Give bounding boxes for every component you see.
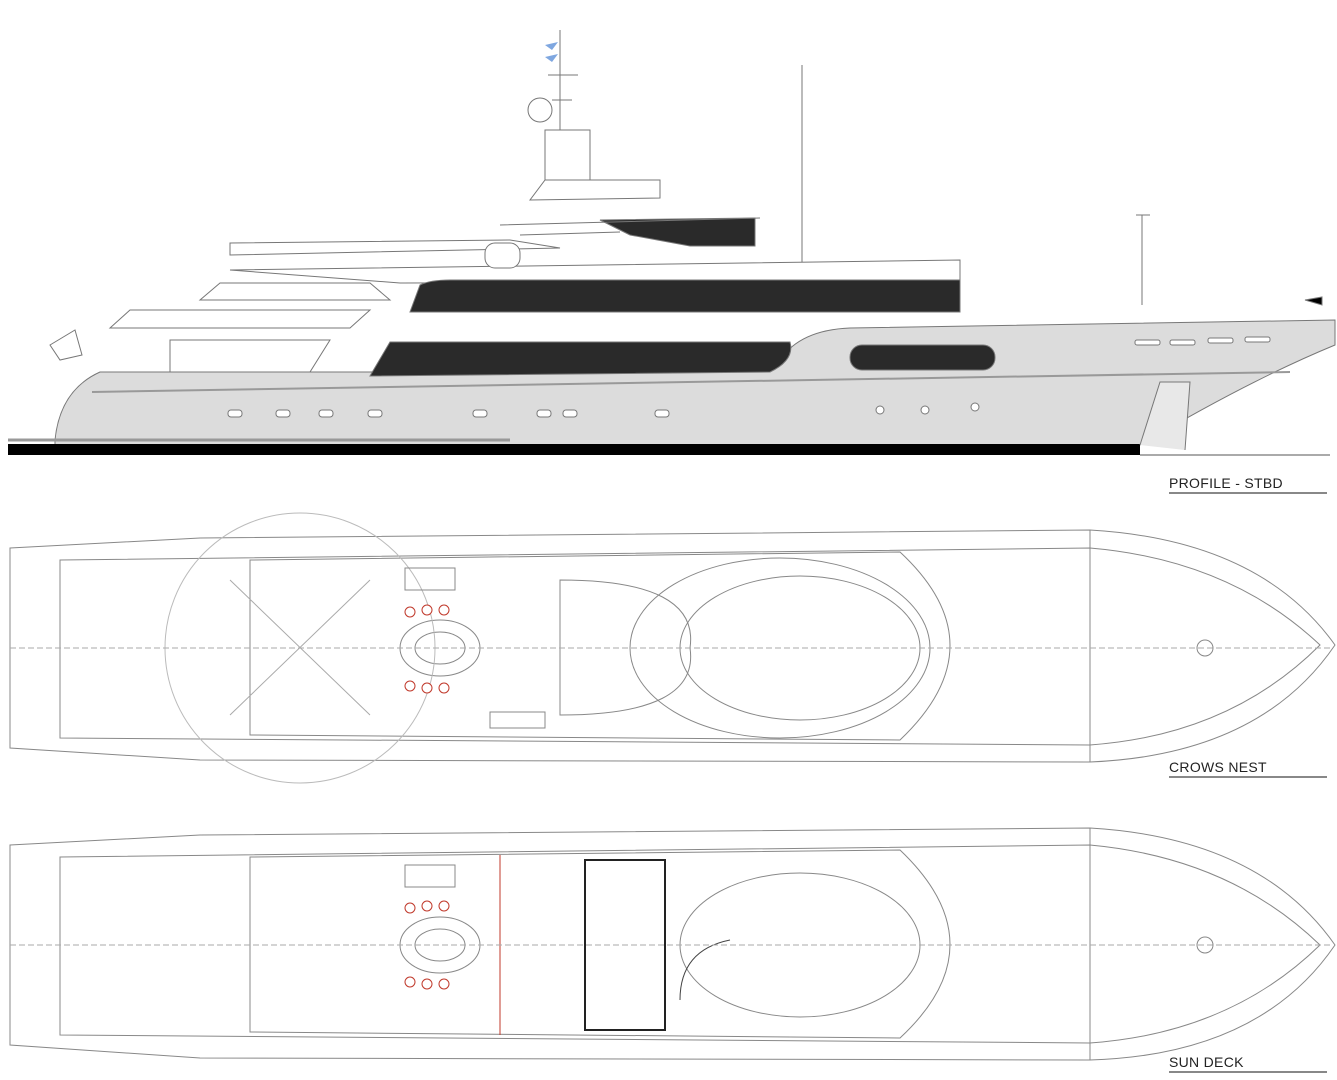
crows-nest-label: CROWS NEST: [1169, 759, 1327, 778]
sun-deck-plan: [9, 827, 1336, 1061]
bridge-glazing: [599, 217, 756, 247]
main-glazing: [369, 341, 792, 377]
upper-glazing: [409, 279, 961, 313]
waterline-band: [8, 444, 1140, 455]
profile-view: [8, 30, 1336, 456]
profile-view-label: PROFILE - STBD: [1169, 475, 1327, 494]
sun-deck-label: SUN DECK: [1169, 1054, 1327, 1073]
oval-window: [849, 344, 996, 371]
crows-nest-plan: [9, 512, 1336, 784]
flag-icon: [545, 42, 558, 62]
ensign-flag-icon: [49, 329, 83, 361]
